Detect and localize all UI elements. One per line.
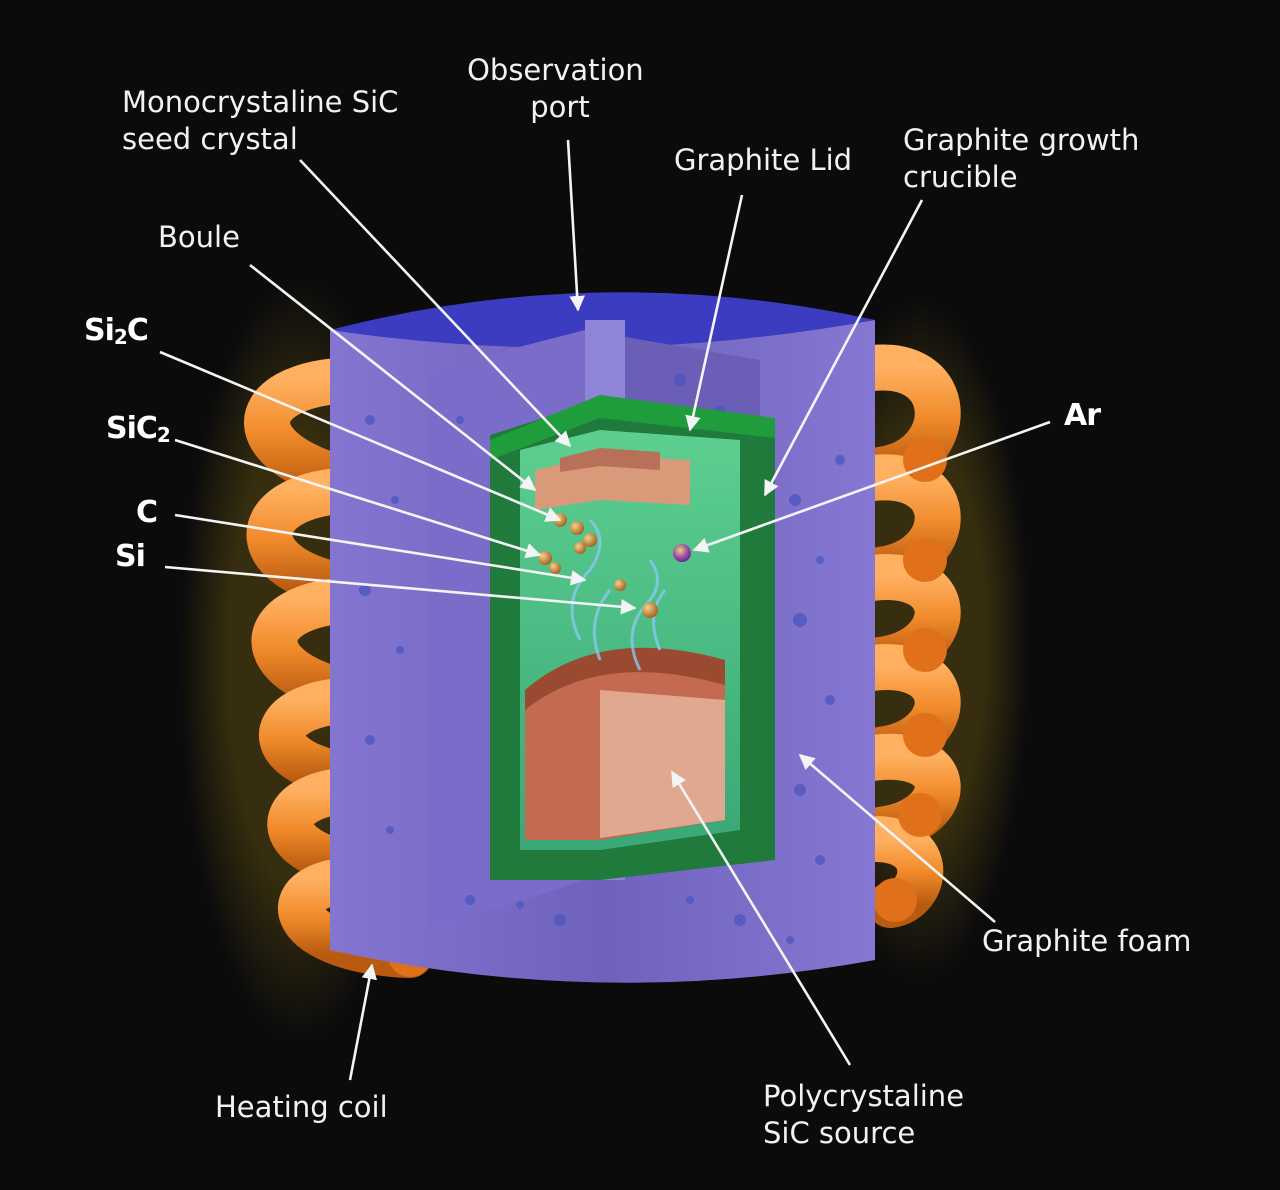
ar-atom: [673, 544, 691, 562]
polycrystalline-source: [525, 647, 725, 840]
graphite-lid: [490, 395, 775, 460]
label-heating-coil: Heating coil: [215, 1090, 388, 1124]
seed-crystal: [560, 448, 660, 472]
label-si2c: Si2C: [84, 313, 148, 349]
label-seed-crystal: Monocrystaline SiC seed crystal: [122, 85, 408, 156]
vapour-wisps: [570, 518, 667, 671]
label-graphite-lid: Graphite Lid: [674, 143, 852, 177]
boule: [535, 448, 690, 510]
leader-lines: [159, 139, 1051, 1081]
label-ar: Ar: [1064, 398, 1101, 433]
label-observation-port: Observation port: [467, 53, 653, 124]
label-growth-crucible: Graphite growth crucible: [903, 123, 1149, 194]
label-si: Si: [115, 539, 145, 574]
label-boule: Boule: [158, 220, 240, 254]
label-graphite-foam: Graphite foam: [982, 924, 1191, 958]
label-polycrystalline-source: Polycrystaline SiC source: [763, 1079, 973, 1150]
label-c: C: [136, 495, 157, 530]
label-sic2: SiC2: [106, 411, 170, 447]
